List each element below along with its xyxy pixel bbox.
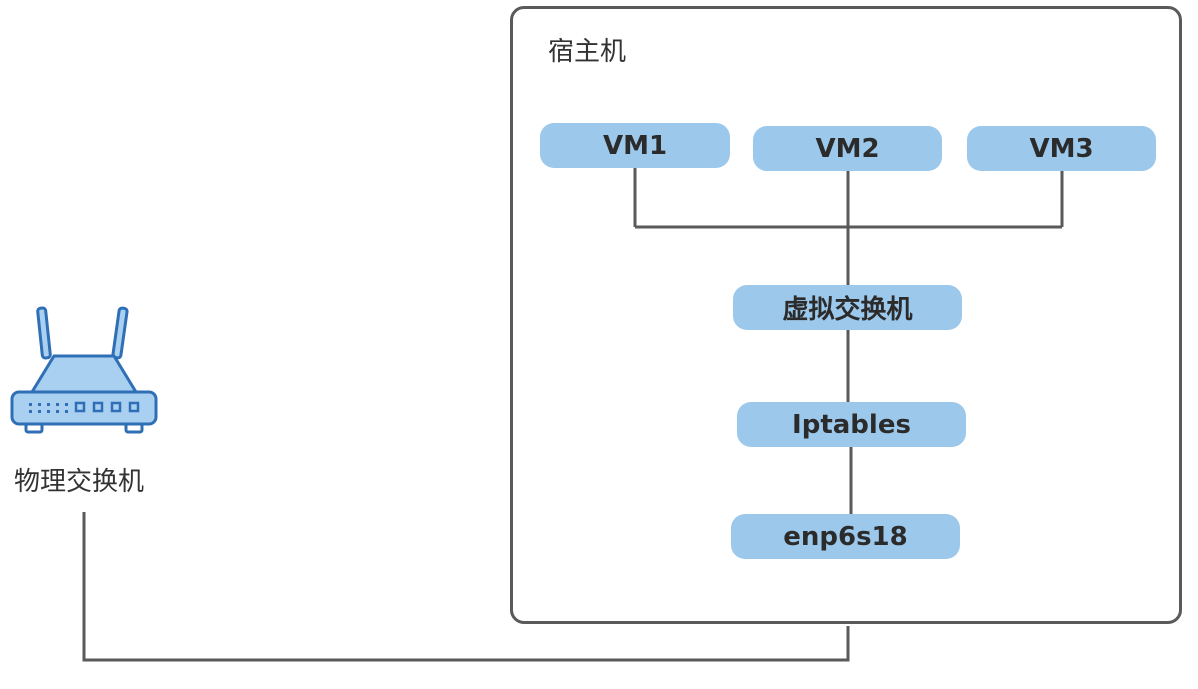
host-boundary [510, 6, 1182, 624]
physical-switch-label: 物理交换机 [14, 467, 145, 497]
uplink-line [82, 512, 850, 662]
router-icon [10, 306, 158, 434]
host-title: 宿主机 [548, 37, 627, 67]
vm1-node: VM1 [540, 123, 730, 168]
nic-node: enp6s18 [731, 514, 960, 559]
vm3-node: VM3 [967, 126, 1156, 171]
vm2-node: VM2 [753, 126, 942, 171]
iptables-node: Iptables [737, 402, 966, 447]
virtual-switch-node: 虚拟交换机 [733, 285, 962, 330]
